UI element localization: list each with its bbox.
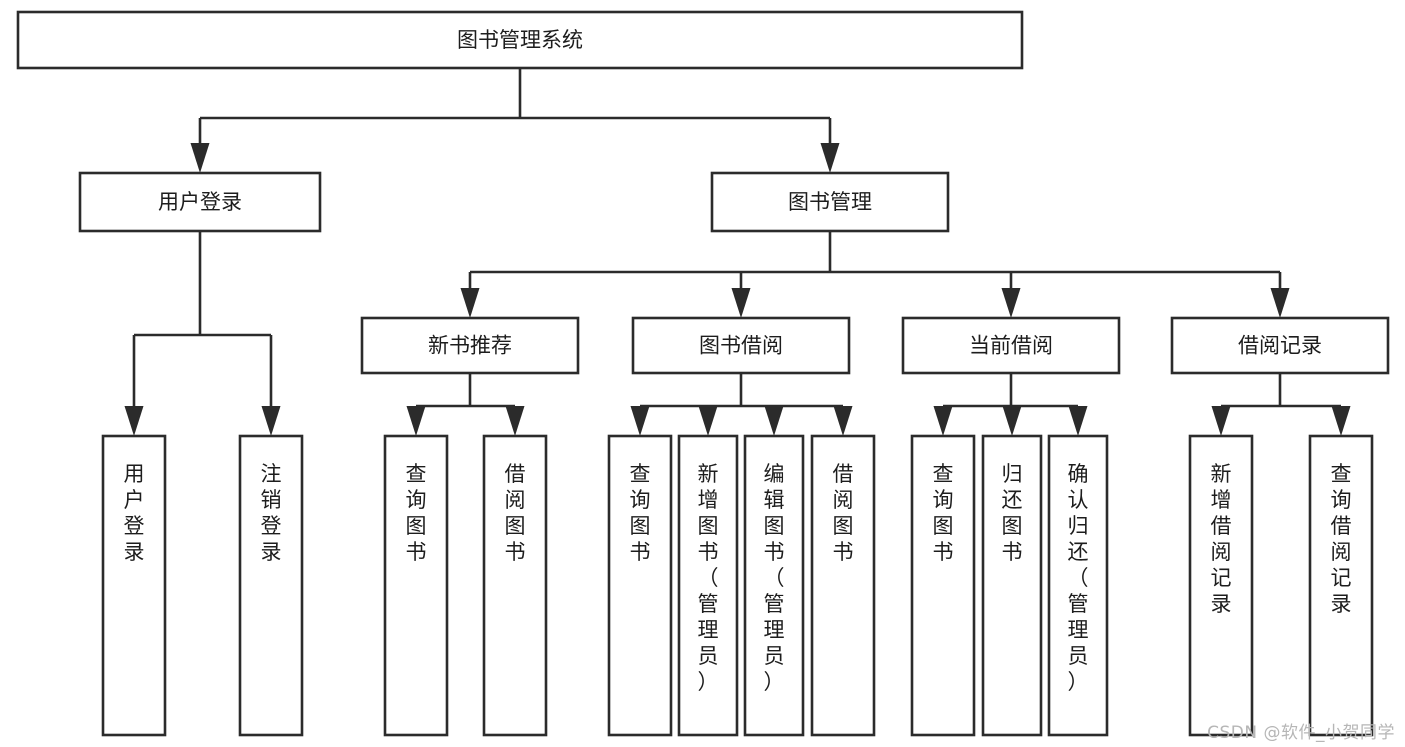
- leaf-node-leaf-user-login[interactable]: 用户登录: [101, 434, 167, 737]
- leaf-node-leaf-confirm-return[interactable]: 确认归还（管理员）: [1047, 434, 1109, 737]
- leaf-node-leaf-add-book[interactable]: 新增图书（管理员）: [677, 434, 739, 737]
- node-box[interactable]: [743, 434, 805, 737]
- connector-conn-borrow-to-leaves: [630, 373, 853, 436]
- connector-conn-records-to-leaves: [1211, 373, 1351, 436]
- node-box[interactable]: [677, 434, 739, 737]
- level2-node-new-book-recommend[interactable]: 新书推荐: [360, 316, 580, 375]
- node-box[interactable]: [710, 171, 950, 233]
- watermark-label: CSDN @软件_小贺同学: [1207, 723, 1395, 743]
- node-box[interactable]: [101, 434, 167, 737]
- node-box[interactable]: [78, 171, 322, 233]
- arrow-head-icon: [764, 406, 784, 436]
- node-label: 图书借阅: [699, 334, 783, 358]
- node-label: 查询图书: [406, 462, 427, 564]
- connector-conn-recommend-to-leaves: [406, 373, 525, 436]
- node-label: 编辑图书（管理员）: [764, 462, 785, 694]
- level1-node-book-management[interactable]: 图书管理: [710, 171, 950, 233]
- node-box[interactable]: [383, 434, 449, 737]
- node-label: 借阅图书: [833, 462, 854, 564]
- level1-node-user-login[interactable]: 用户登录: [78, 171, 322, 233]
- arrow-head-icon: [630, 406, 650, 436]
- leaf-node-leaf-query-borrow-record[interactable]: 查询借阅记录: [1308, 434, 1374, 737]
- node-box[interactable]: [482, 434, 548, 737]
- node-box[interactable]: [360, 316, 580, 375]
- node-label: 查询借阅记录: [1331, 462, 1352, 616]
- nodes-layer: 图书管理系统用户登录图书管理新书推荐图书借阅当前借阅借阅记录用户登录注销登录查询…: [16, 10, 1390, 737]
- node-label: 图书管理: [788, 190, 872, 214]
- node-label: 借阅图书: [505, 462, 526, 564]
- node-label: 确认归还（管理员）: [1068, 462, 1089, 694]
- node-box[interactable]: [810, 434, 876, 737]
- leaf-node-leaf-return-book[interactable]: 归还图书: [981, 434, 1043, 737]
- arrow-head-icon: [190, 143, 210, 173]
- leaf-node-leaf-borrow-book-recommend[interactable]: 借阅图书: [482, 434, 548, 737]
- node-label: 用户登录: [158, 190, 242, 214]
- level2-node-book-borrow[interactable]: 图书借阅: [631, 316, 851, 375]
- level2-node-borrow-records[interactable]: 借阅记录: [1170, 316, 1390, 375]
- node-label: 注销登录: [261, 462, 282, 564]
- node-label: 新增图书（管理员）: [698, 462, 719, 694]
- node-label: 当前借阅: [969, 334, 1053, 358]
- node-label: 新书推荐: [428, 334, 512, 358]
- leaf-node-leaf-borrow-book[interactable]: 借阅图书: [810, 434, 876, 737]
- arrow-head-icon: [460, 288, 480, 318]
- arrow-head-icon: [1068, 406, 1088, 436]
- leaf-node-leaf-query-book-current[interactable]: 查询图书: [910, 434, 976, 737]
- node-label: 图书管理系统: [457, 28, 583, 52]
- leaf-node-leaf-query-book-recommend[interactable]: 查询图书: [383, 434, 449, 737]
- arrow-head-icon: [1002, 406, 1022, 436]
- root-node-root[interactable]: 图书管理系统: [16, 10, 1024, 70]
- node-box[interactable]: [16, 10, 1024, 70]
- arrow-head-icon: [933, 406, 953, 436]
- arrow-head-icon: [1331, 406, 1351, 436]
- node-label: 用户登录: [124, 462, 145, 564]
- arrow-head-icon: [505, 406, 525, 436]
- node-box[interactable]: [607, 434, 673, 737]
- arrow-head-icon: [1211, 406, 1231, 436]
- arrow-head-icon: [731, 288, 751, 318]
- node-box[interactable]: [1188, 434, 1254, 737]
- connector-conn-book-management-to-level2: [460, 231, 1290, 318]
- arrow-head-icon: [1001, 288, 1021, 318]
- node-label: 借阅记录: [1238, 334, 1322, 358]
- node-box[interactable]: [238, 434, 304, 737]
- level2-node-current-borrow[interactable]: 当前借阅: [901, 316, 1121, 375]
- node-box[interactable]: [901, 316, 1121, 375]
- leaf-node-leaf-edit-book[interactable]: 编辑图书（管理员）: [743, 434, 805, 737]
- connector-conn-root-to-level1: [190, 68, 840, 173]
- arrow-head-icon: [820, 143, 840, 173]
- arrow-head-icon: [698, 406, 718, 436]
- arrow-head-icon: [261, 406, 281, 436]
- node-box[interactable]: [910, 434, 976, 737]
- node-box[interactable]: [981, 434, 1043, 737]
- node-label: 归还图书: [1002, 462, 1023, 564]
- arrow-head-icon: [1270, 288, 1290, 318]
- node-box[interactable]: [1170, 316, 1390, 375]
- node-label: 新增借阅记录: [1211, 462, 1232, 616]
- node-label: 查询图书: [933, 462, 954, 564]
- arrow-head-icon: [406, 406, 426, 436]
- node-box[interactable]: [631, 316, 851, 375]
- arrow-head-icon: [833, 406, 853, 436]
- connector-conn-user-login-to-leaves: [124, 231, 281, 436]
- arrow-head-icon: [124, 406, 144, 436]
- leaf-node-leaf-add-borrow-record[interactable]: 新增借阅记录: [1188, 434, 1254, 737]
- leaf-node-leaf-logout[interactable]: 注销登录: [238, 434, 304, 737]
- node-box[interactable]: [1047, 434, 1109, 737]
- node-box[interactable]: [1308, 434, 1374, 737]
- leaf-node-leaf-query-book[interactable]: 查询图书: [607, 434, 673, 737]
- connector-conn-current-to-leaves: [933, 373, 1088, 436]
- connectors-layer: [124, 68, 1351, 436]
- node-label: 查询图书: [630, 462, 651, 564]
